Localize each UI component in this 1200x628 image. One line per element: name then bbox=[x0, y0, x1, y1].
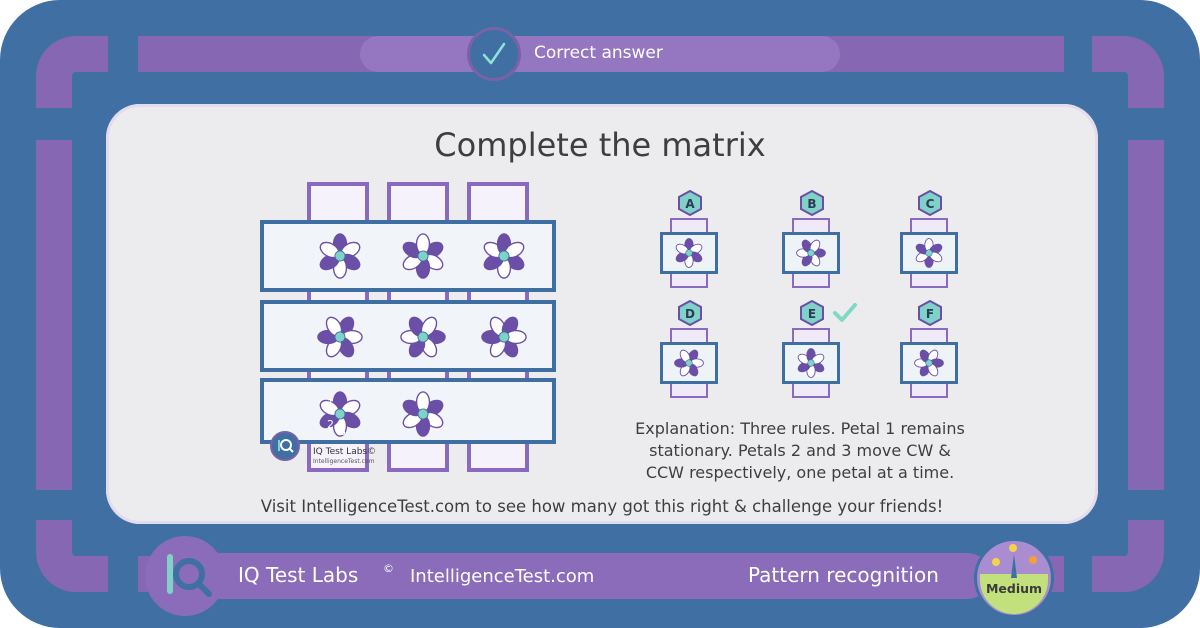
option-flower bbox=[674, 348, 704, 382]
iq-logo bbox=[145, 536, 225, 616]
option-letter: D bbox=[685, 307, 695, 321]
left-band bbox=[36, 140, 72, 490]
difficulty-label: Medium bbox=[985, 581, 1043, 596]
option-a[interactable] bbox=[660, 218, 718, 288]
option-flower bbox=[796, 348, 826, 382]
flower-icon bbox=[402, 391, 444, 437]
option-c[interactable] bbox=[900, 218, 958, 288]
option-letter: B bbox=[807, 197, 816, 211]
checkmark-icon bbox=[482, 42, 506, 65]
explanation-line: Explanation: Three rules. Petal 1 remain… bbox=[635, 419, 965, 438]
option-e-correct-icon bbox=[833, 303, 857, 322]
footer-bar bbox=[170, 553, 990, 599]
puzzle-title: Complete the matrix bbox=[434, 126, 766, 164]
matrix-cell-flower bbox=[481, 314, 527, 364]
option-e[interactable] bbox=[782, 328, 840, 398]
flower-icon bbox=[797, 348, 825, 378]
flower-icon bbox=[796, 239, 826, 267]
correct-answer-label: Correct answer bbox=[534, 43, 663, 63]
flower-icon bbox=[674, 349, 704, 377]
watermark-logo bbox=[270, 431, 300, 461]
corner-bl bbox=[36, 520, 108, 592]
flower-icon bbox=[402, 233, 444, 279]
watermark-brand: IQ Test Labs© bbox=[313, 447, 377, 457]
option-label-hexagon: A bbox=[678, 190, 702, 216]
flower-icon bbox=[317, 316, 363, 358]
explanation-line: CCW respectively, one petal at a time. bbox=[645, 463, 955, 482]
flower-icon bbox=[675, 238, 703, 268]
petal-number-1: 1 bbox=[327, 397, 334, 410]
option-label-hexagon: B bbox=[800, 190, 824, 216]
option-label-hexagon: D bbox=[678, 300, 702, 326]
explanation-line: stationary. Petals 2 and 3 move CW & bbox=[649, 441, 951, 460]
iq-magnifier-icon bbox=[167, 554, 212, 597]
option-letter: A bbox=[685, 197, 695, 211]
option-label-hexagon: E bbox=[800, 300, 824, 326]
option-d[interactable] bbox=[660, 328, 718, 398]
option-f[interactable] bbox=[900, 328, 958, 398]
flower-icon bbox=[915, 238, 943, 268]
matrix-cell-flower bbox=[317, 314, 363, 364]
option-flower bbox=[796, 238, 826, 272]
flower-icon bbox=[400, 316, 446, 358]
flower-icon bbox=[483, 233, 525, 279]
matrix-cell-flower bbox=[400, 391, 446, 441]
option-flower bbox=[674, 238, 704, 272]
option-b[interactable] bbox=[782, 218, 840, 288]
footer-site-link[interactable]: IntelligenceTest.com bbox=[410, 566, 595, 587]
option-letter: E bbox=[808, 307, 816, 321]
flower-icon bbox=[914, 349, 944, 377]
difficulty-needle-icon bbox=[992, 544, 1037, 578]
option-label-hexagon: C bbox=[918, 190, 942, 216]
corner-tl bbox=[36, 36, 108, 108]
footer-category: Pattern recognition bbox=[748, 563, 939, 587]
right-band bbox=[1128, 140, 1164, 490]
option-letter: C bbox=[926, 197, 935, 211]
option-letter: F bbox=[926, 307, 934, 321]
petal-number-2: 2 bbox=[327, 418, 334, 431]
footer-copyright: © bbox=[383, 562, 394, 575]
matrix-cell-flower bbox=[317, 391, 363, 441]
watermark-site: IntelligenceTest.com bbox=[313, 458, 375, 465]
correct-check-badge bbox=[467, 27, 521, 81]
corner-br bbox=[1092, 520, 1164, 592]
matrix-cell-flower bbox=[400, 314, 446, 364]
matrix-cell-flower bbox=[481, 233, 527, 283]
option-label-hexagon: F bbox=[918, 300, 942, 326]
corner-tr bbox=[1092, 36, 1164, 108]
option-flower bbox=[914, 348, 944, 382]
matrix-cell-flower bbox=[400, 233, 446, 283]
footer-brand: IQ Test Labs bbox=[238, 563, 359, 587]
visit-call-to-action: Visit IntelligenceTest.com to see how ma… bbox=[260, 497, 944, 516]
matrix-cell-flower bbox=[317, 233, 363, 283]
magnifier-icon bbox=[278, 439, 294, 453]
correct-answer-banner bbox=[360, 36, 840, 72]
option-flower bbox=[914, 238, 944, 272]
flower-icon bbox=[481, 316, 527, 358]
flower-icon bbox=[319, 233, 361, 279]
explanation-text: Explanation: Three rules. Petal 1 remain… bbox=[612, 418, 988, 484]
flower-icon bbox=[319, 391, 361, 437]
petal-number-3: 3 bbox=[339, 425, 346, 438]
